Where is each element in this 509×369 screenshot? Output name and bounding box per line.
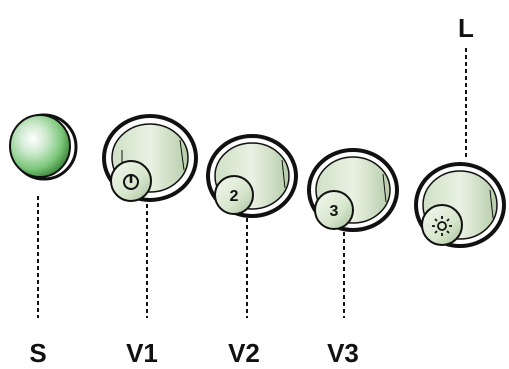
light-icon: [432, 216, 452, 236]
label-v2: V2: [228, 338, 260, 368]
indicator-light-s: [9, 113, 78, 181]
knob-v3-number: 3: [330, 203, 339, 220]
power-icon: [123, 174, 139, 190]
label-s: S: [29, 338, 46, 368]
knob-v3[interactable]: 3: [307, 148, 399, 232]
knob-v1[interactable]: [102, 114, 198, 202]
knob-v2-number: 2: [230, 188, 239, 205]
knob-l[interactable]: [414, 162, 506, 248]
label-v3: V3: [327, 338, 359, 368]
label-l: L: [458, 13, 474, 43]
label-v1: V1: [126, 338, 158, 368]
knob-v2[interactable]: 2: [206, 134, 298, 218]
